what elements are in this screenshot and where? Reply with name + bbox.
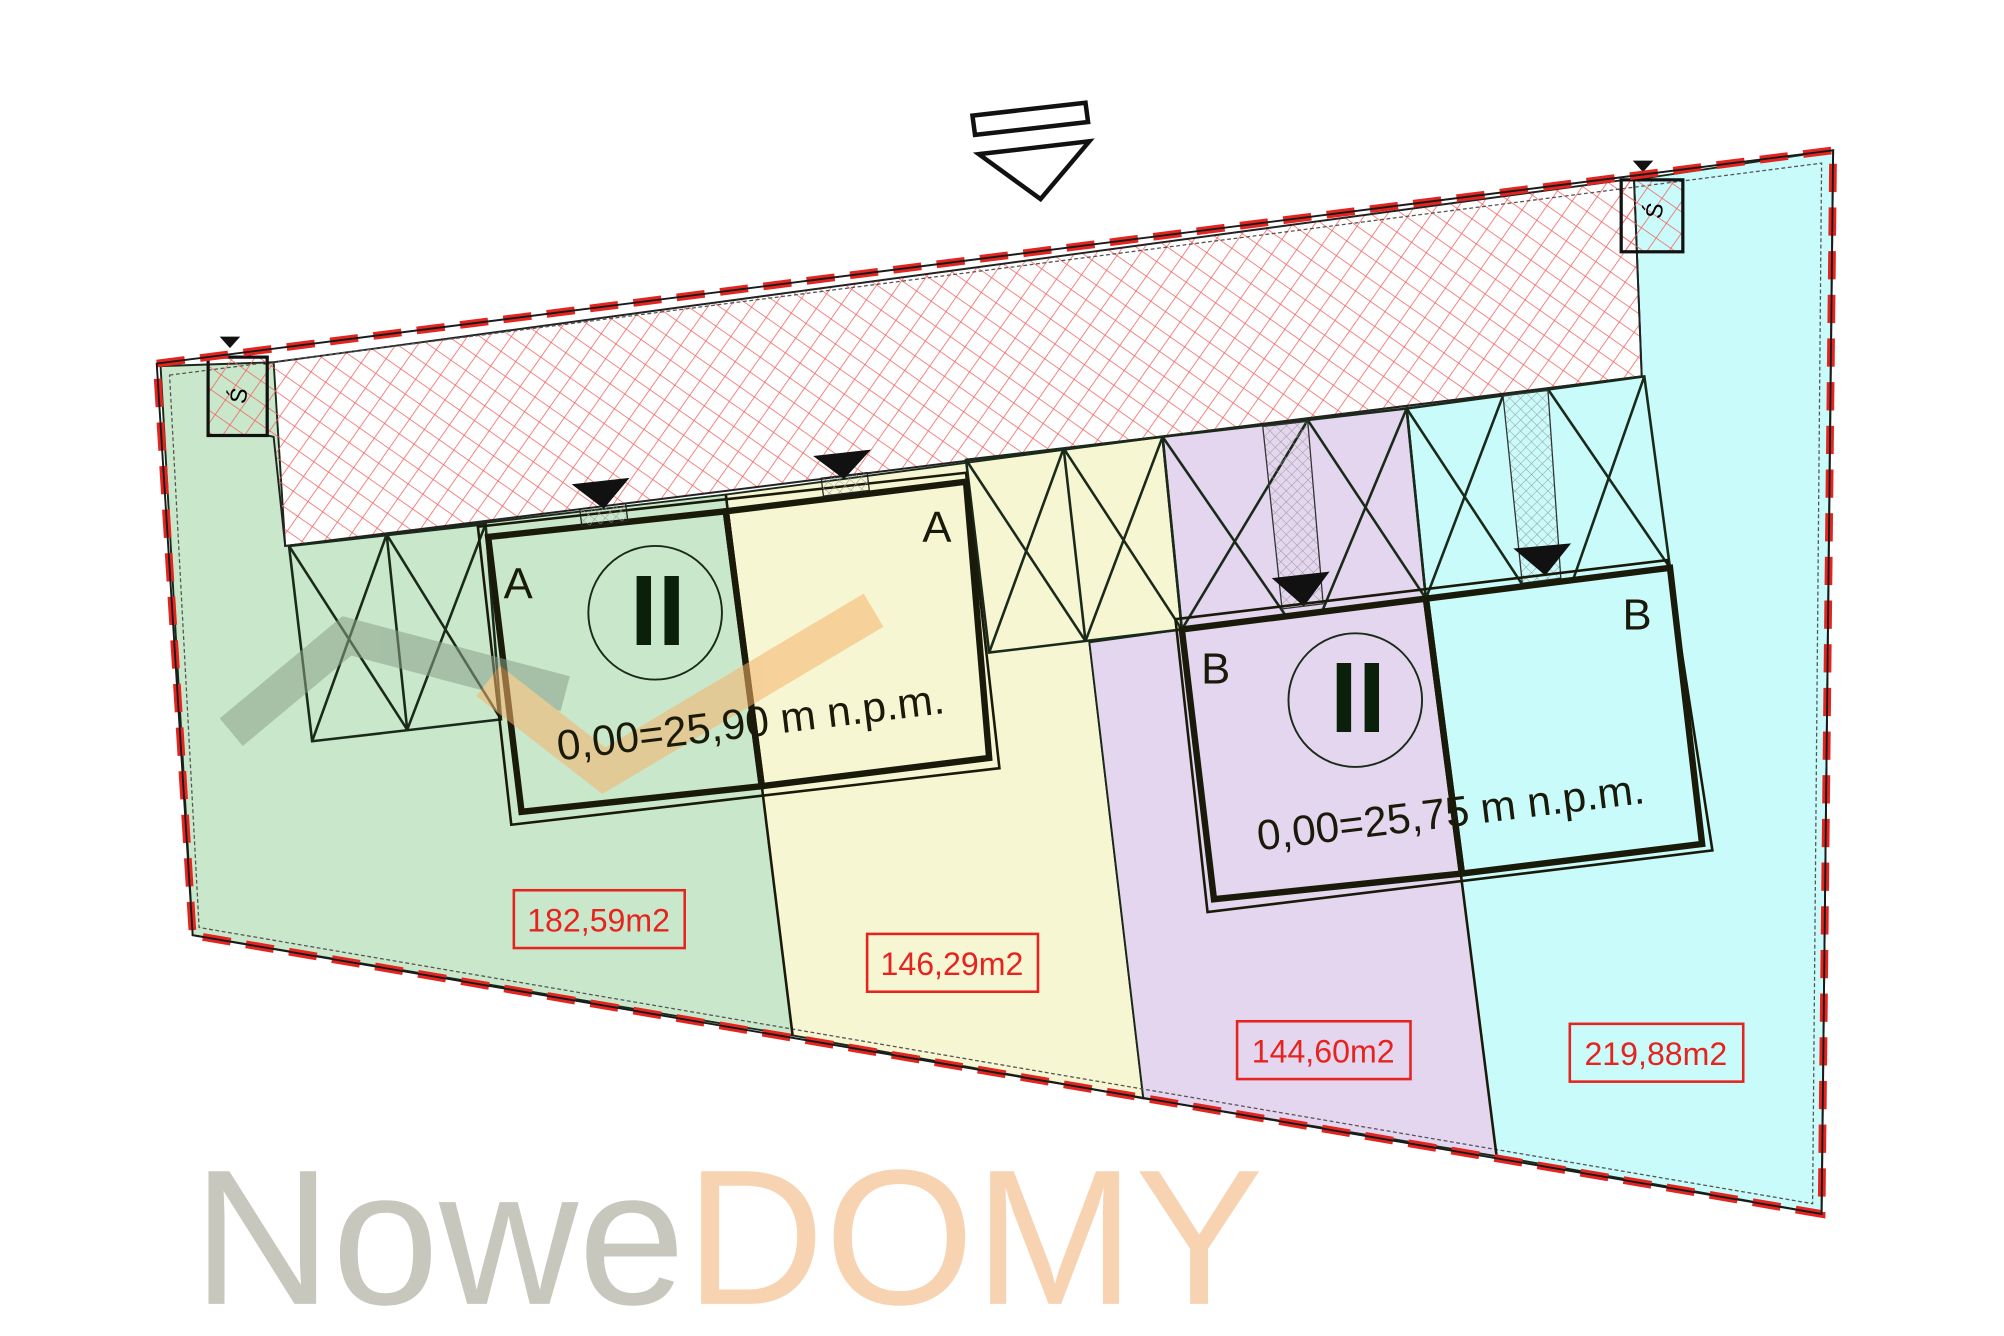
area-label-unit-4: 219,88m2	[1568, 1022, 1745, 1083]
unit-letter: B	[1201, 644, 1230, 693]
waste-bin-right: Ś	[1619, 160, 1685, 254]
arrow-down-icon	[1513, 543, 1572, 576]
driveway-b-right	[1502, 389, 1562, 584]
storey-badge-a: II	[587, 544, 723, 681]
svg-text:II: II	[1330, 642, 1386, 754]
building-b[interactable]	[1174, 558, 1714, 1157]
plot-boundary-line	[155, 149, 1835, 1216]
area-label-unit-3: 144,60m2	[1235, 1019, 1412, 1081]
storey-badge-b: II	[1287, 632, 1424, 768]
watermark-text: NoweDOMY	[193, 1130, 1264, 1336]
svg-text:219,88m2: 219,88m2	[1584, 1036, 1727, 1072]
inner-boundary-line	[168, 162, 1823, 1205]
svg-text:II: II	[630, 555, 686, 667]
driveway-b-left	[1262, 420, 1324, 610]
watermark-text-2: DOMY	[685, 1130, 1263, 1336]
entrance-arrow-icon	[571, 477, 630, 509]
area-label-unit-2: 146,29m2	[865, 932, 1040, 994]
svg-text:Ś: Ś	[224, 386, 253, 406]
watermark-logo	[219, 593, 884, 795]
north-arrow-icon	[969, 100, 1095, 203]
area-label-unit-1: 182,59m2	[512, 888, 686, 950]
unit-letter: A	[504, 560, 534, 609]
svg-text:Ś: Ś	[1639, 201, 1668, 221]
arrow-down-icon	[1271, 571, 1330, 607]
svg-text:144,60m2: 144,60m2	[1252, 1033, 1395, 1069]
unit-letter: A	[922, 503, 952, 552]
svg-text:146,29m2: 146,29m2	[880, 946, 1023, 982]
unit-letter: B	[1622, 590, 1651, 639]
svg-text:182,59m2: 182,59m2	[527, 902, 670, 938]
entrance-arrow-icon	[813, 449, 871, 480]
watermark-text-1: Nowe	[193, 1130, 686, 1336]
waste-bin-left: Ś	[206, 336, 269, 438]
